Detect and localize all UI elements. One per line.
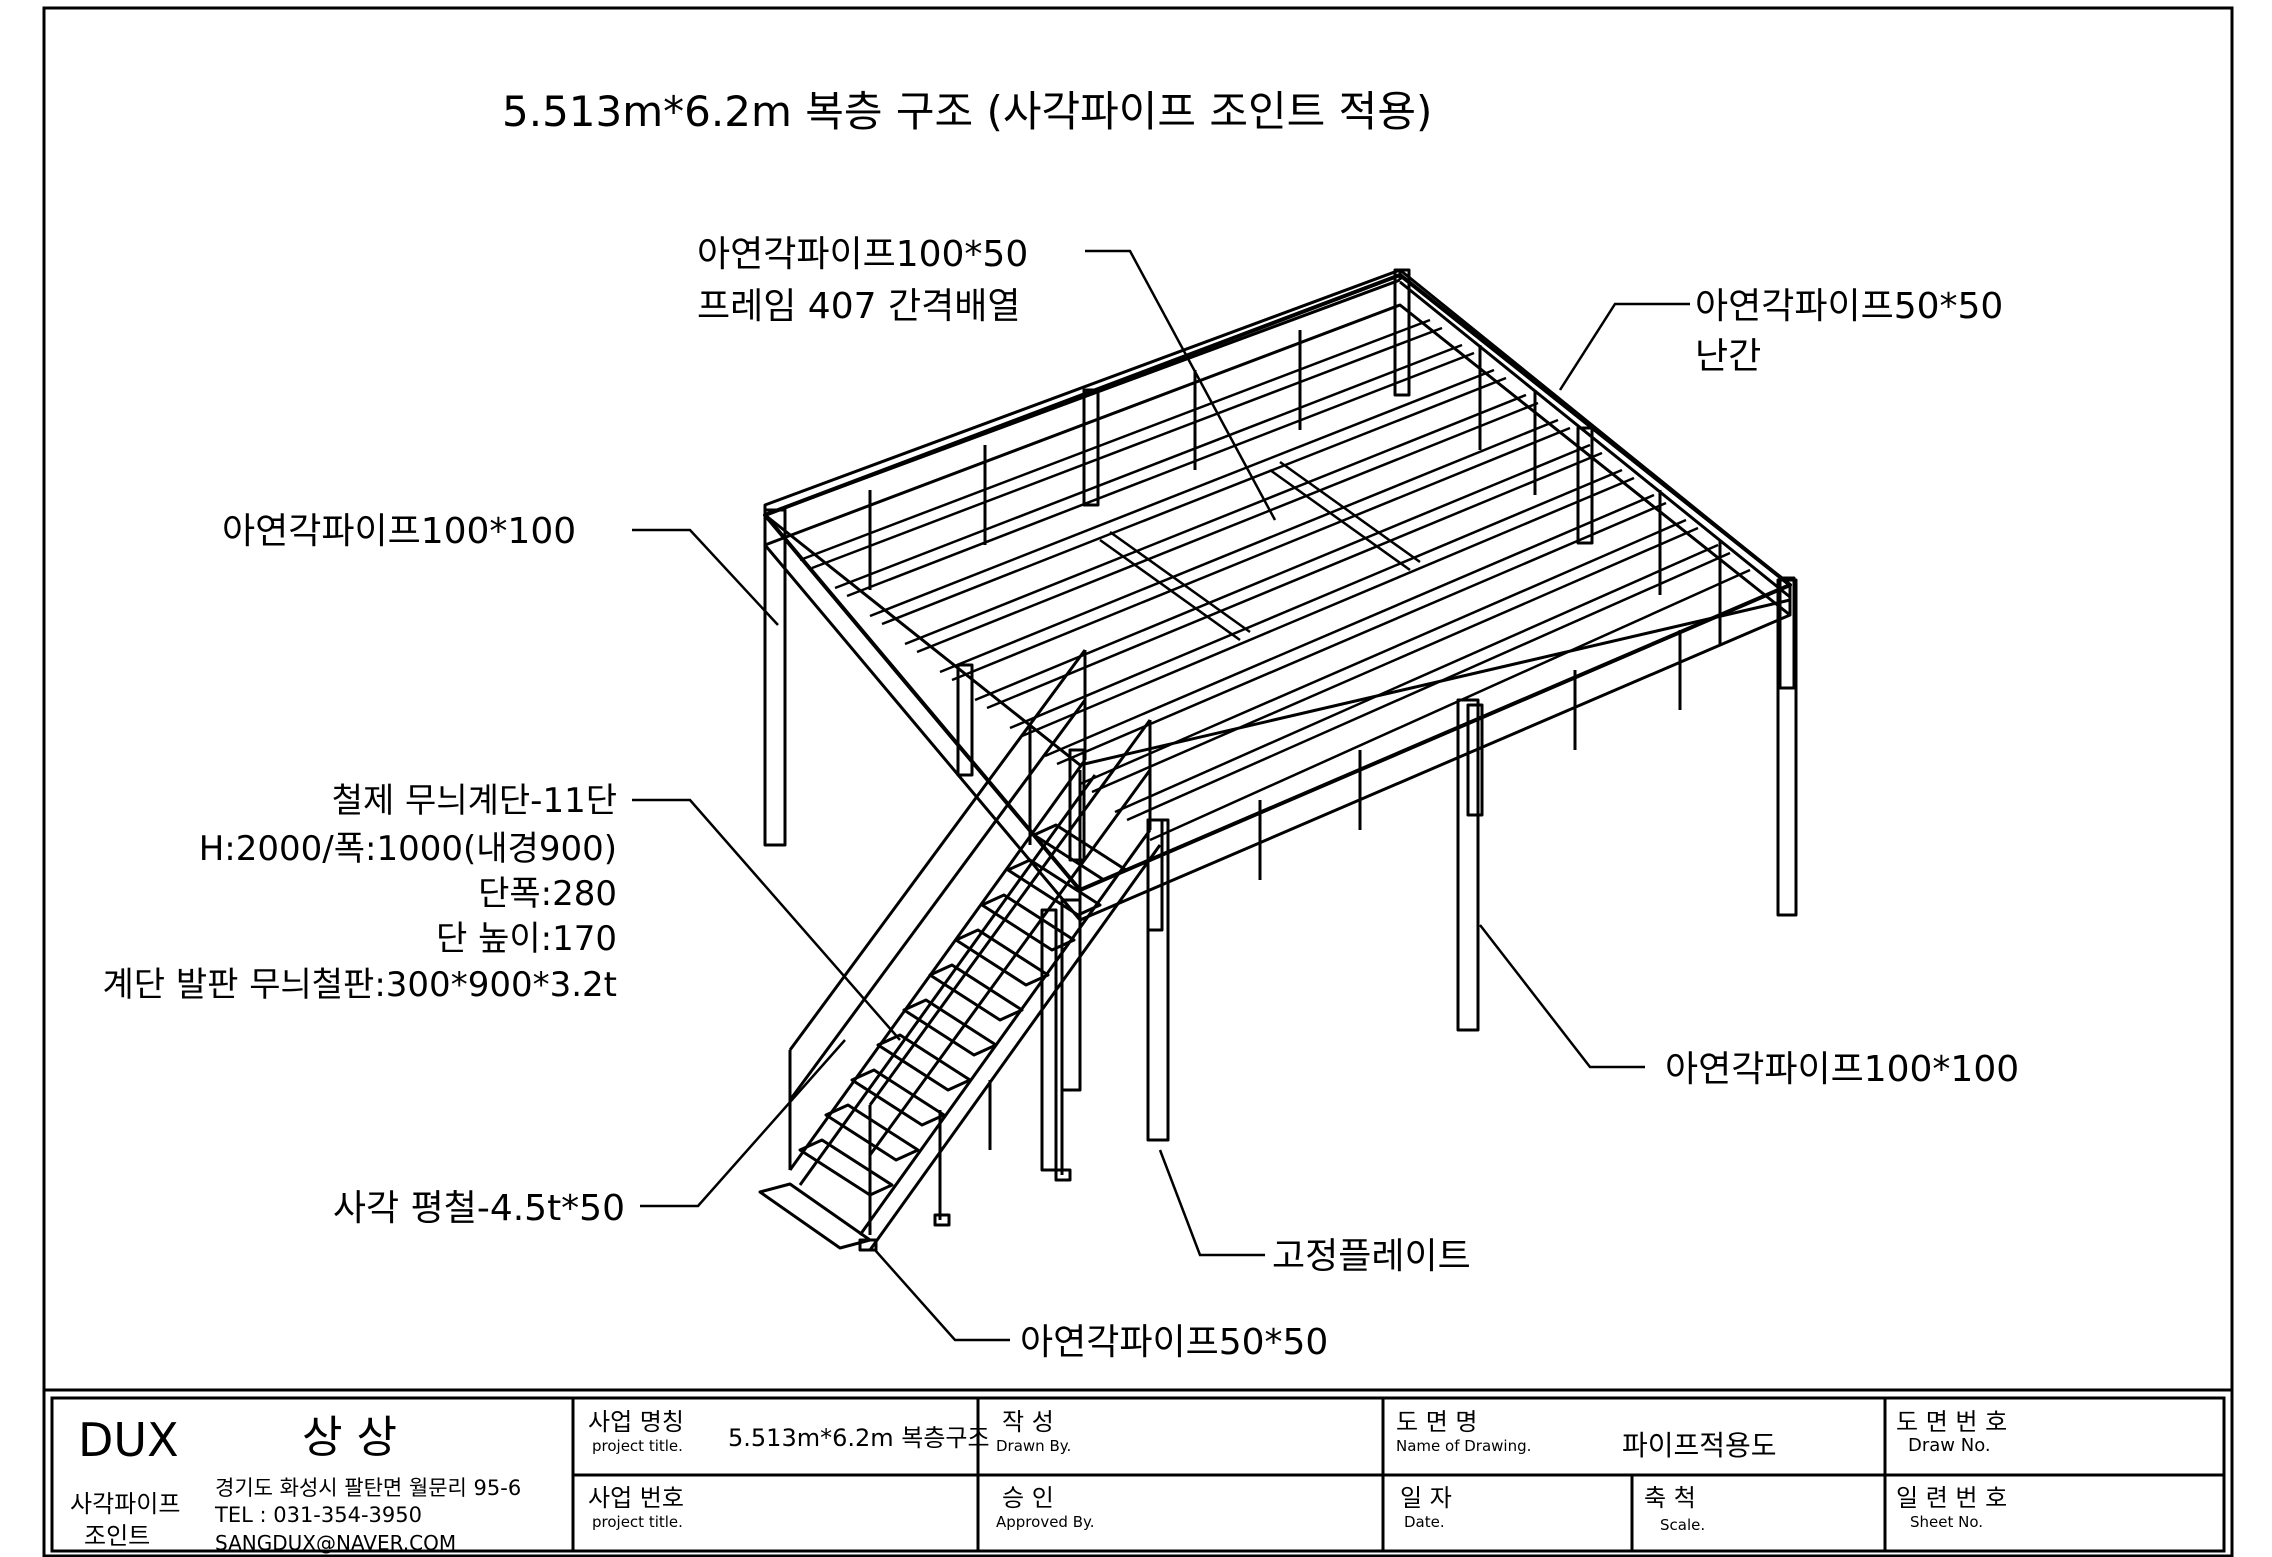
callout-stair-rise: 단 높이:170 [436,919,617,959]
callout-railing: 난간 [1695,336,1761,377]
callout-leaders [632,249,1690,1342]
project-name-value: 5.513m*6.2m 복층구조 [728,1424,990,1452]
drawn-sub: Drawn By. [996,1437,1071,1455]
title-block-text: DUX 상 상 사각파이프 조인트 경기도 화성시 팔탄면 월문리 95-6 T… [70,1408,2007,1555]
scale-label: 축 척 [1644,1484,1696,1512]
company-name: DUX [78,1413,179,1467]
sheet-border [42,6,2234,1557]
sheet-no-label: 일 련 번 호 [1896,1484,2007,1512]
company-sub-joint: 조인트 [84,1522,150,1550]
project-no-label: 사업 번호 [588,1484,684,1512]
callout-frame-pipe: 아연각파이프100*50 [697,234,1028,275]
callout-flat-bar: 사각 평철-4.5t*50 [333,1188,625,1229]
staircase [758,649,1162,1252]
sheet-no-sub: Sheet No. [1910,1513,1983,1531]
draw-no-label: 도 면 번 호 [1896,1408,2007,1436]
approved-label: 승 인 [1002,1484,1054,1512]
date-sub: Date. [1404,1513,1445,1531]
callout-stair-tread-width: 단폭:280 [478,874,617,914]
scale-sub: Scale. [1660,1516,1705,1534]
callout-stair-pipe: 아연각파이프50*50 [1020,1322,1328,1363]
callout-labels: 아연각파이프100*50 프레임 407 간격배열 아연각파이프50*50 난간… [102,234,2019,1363]
callout-stair-size: H:2000/폭:1000(내경900) [199,829,617,869]
draw-no-sub: Draw No. [1908,1435,1991,1456]
drawn-label: 작 성 [1002,1408,1054,1436]
callout-column-right: 아연각파이프100*100 [1665,1049,2019,1090]
company-email: SANGDUX@NAVER.COM [215,1531,456,1555]
title-block [44,1388,2232,1553]
callout-column-left: 아연각파이프100*100 [222,511,576,552]
drawing-name-label: 도 면 명 [1396,1408,1478,1436]
company-address: 경기도 화성시 팔탄면 월문리 95-6 [215,1476,521,1500]
drawing-title: 5.513m*6.2m 복층 구조 (사각파이프 조인트 적용) [502,87,1432,136]
approved-sub: Approved By. [996,1513,1095,1531]
project-name-sub: project title. [592,1437,683,1455]
callout-railing-pipe: 아연각파이프50*50 [1695,286,2003,327]
railing [763,268,1796,932]
date-label: 일 자 [1400,1484,1452,1512]
brand-name: 상 상 [302,1412,397,1463]
company-tel: TEL : 031-354-3950 [214,1503,422,1527]
project-name-label: 사업 명칭 [588,1408,684,1436]
callout-stair-type: 철제 무늬계단-11단 [332,781,617,821]
drawing-name-sub: Name of Drawing. [1396,1437,1531,1455]
company-sub-pipe: 사각파이프 [70,1490,180,1518]
callout-frame-spacing: 프레임 407 간격배열 [697,286,1020,327]
drawing-name-value: 파이프적용도 [1622,1429,1777,1462]
callout-stair-plate: 계단 발판 무늬철판:300*900*3.2t [102,965,617,1005]
callout-fix-plate: 고정플레이트 [1272,1236,1471,1277]
project-no-sub: project title. [592,1513,683,1531]
mezzanine-structure [758,268,1798,1252]
floor-joists [799,318,1751,842]
